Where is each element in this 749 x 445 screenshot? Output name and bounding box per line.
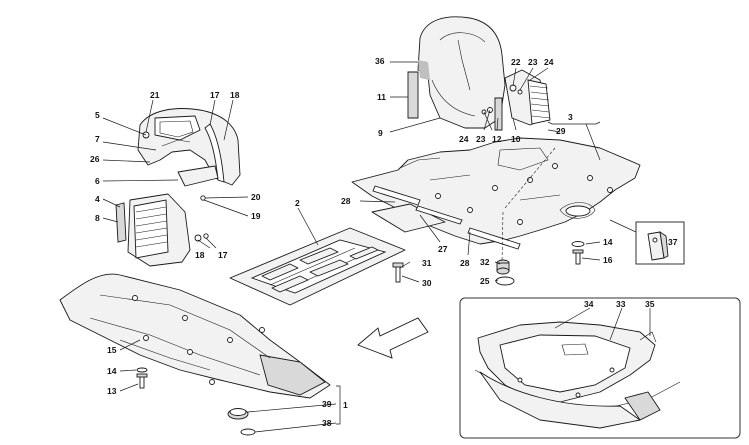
callout-28a: 28 — [341, 196, 351, 206]
callout-35-label: 35 — [645, 299, 655, 309]
callout-23a: 23 — [476, 134, 486, 144]
front-direction-arrow — [357, 317, 429, 359]
callout-11: 11 — [377, 92, 386, 102]
callout-38: 38 — [322, 418, 332, 428]
callout-13: 13 — [107, 386, 117, 396]
callout-29: 29 — [556, 126, 566, 136]
callout-18b: 18 — [195, 250, 205, 260]
callout-26: 26 — [90, 154, 100, 164]
callout-9: 9 — [378, 128, 383, 138]
center-reinforcement-frame — [229, 227, 406, 306]
callout-4: 4 — [95, 194, 100, 204]
callout-24b: 24 — [544, 57, 554, 67]
callout-5: 5 — [95, 110, 100, 120]
callout-7: 7 — [95, 134, 100, 144]
callout-21: 21 — [150, 90, 160, 100]
inset-undertray — [474, 321, 681, 429]
callout-labels: 21 5 7 26 6 4 8 17 18 20 19 18 17 2 36 1… — [90, 56, 678, 428]
callout-34: 34 — [584, 299, 594, 309]
front-wheelhouse — [137, 108, 241, 187]
front-vent-grille — [115, 193, 209, 267]
callout-15: 15 — [107, 345, 117, 355]
callout-2: 2 — [295, 198, 300, 208]
callout-33: 33 — [616, 299, 626, 309]
callout-22: 22 — [511, 57, 521, 67]
rear-vent-bracket — [481, 69, 551, 126]
callout-30-label: 30 — [422, 278, 432, 288]
rear-fasteners — [571, 241, 585, 265]
rear-wheelhouse — [407, 16, 506, 131]
callout-8: 8 — [95, 213, 100, 223]
front-fasteners — [136, 367, 148, 389]
leader-lines — [102, 61, 651, 433]
callout-19: 19 — [251, 211, 261, 221]
callout-1: 1 — [343, 400, 348, 410]
front-flat-undertray — [59, 273, 331, 399]
callout-37: 37 — [668, 237, 678, 247]
callout-10: 10 — [511, 134, 521, 144]
callout-23b: 23 — [528, 57, 538, 67]
callout-39: 39 — [322, 399, 332, 409]
callout-36: 36 — [375, 56, 385, 66]
callout-17b: 17 — [218, 250, 228, 260]
callout-14b: 14 — [603, 237, 613, 247]
callout-3: 3 — [568, 112, 573, 122]
rear-flat-undertray — [351, 137, 641, 245]
callout-14a: 14 — [107, 366, 117, 376]
callout-20: 20 — [251, 192, 261, 202]
bracket-detail-box — [609, 219, 685, 265]
rear-seal-strips — [371, 185, 521, 250]
callout-17a: 17 — [210, 90, 220, 100]
callout-12: 12 — [492, 134, 502, 144]
callout-27: 27 — [438, 244, 448, 254]
callout-24a: 24 — [459, 134, 469, 144]
callout-28b: 28 — [460, 258, 470, 268]
callout-32: 32 — [480, 257, 490, 267]
callout-16: 16 — [603, 255, 613, 265]
center-bolt — [392, 262, 404, 283]
callout-25: 25 — [480, 276, 490, 286]
callout-6: 6 — [95, 176, 100, 186]
undertray-plugs — [227, 408, 256, 436]
callout-31: 31 — [422, 258, 432, 268]
callout-18a: 18 — [230, 90, 240, 100]
